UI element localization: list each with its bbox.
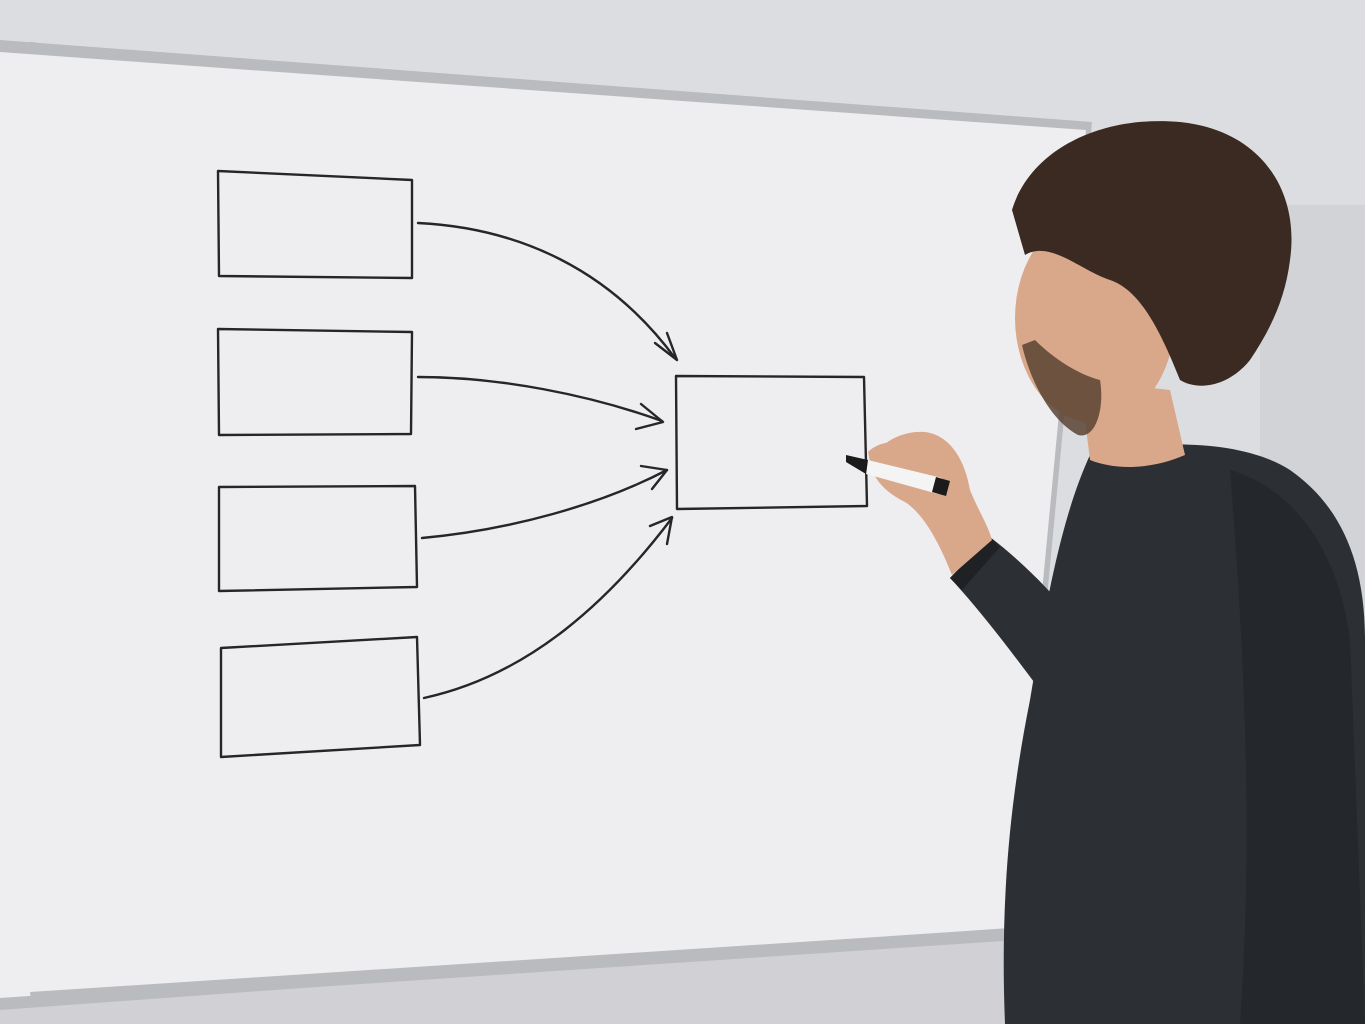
arrow-1 [416,221,677,360]
arrow-2 [416,375,664,423]
arrow-1-head [653,331,679,362]
whiteboard-surface [0,52,1086,998]
arrow-4 [422,516,674,700]
source-box-2 [216,327,414,437]
marker [846,455,950,496]
arrow-3 [420,468,669,540]
whiteboard-mount-bolt [25,42,39,54]
marker-body [866,460,942,494]
person-fingers [868,442,910,462]
marker-tip [846,455,868,474]
source-box-3 [217,484,419,593]
arrow-2-head [634,402,665,431]
source-box-1 [216,169,414,280]
source-box-4 [219,635,422,759]
person-torso-shadow [1230,470,1365,1024]
person-ear [1088,279,1121,347]
person-arm [950,537,1070,690]
marker-cap [932,477,950,496]
arrow-4-head [648,515,674,546]
target-box [674,374,869,511]
person-hair [1012,121,1292,386]
whiteboard-marker-tray [30,928,1018,1006]
person [846,121,1365,1024]
whiteboard [0,40,1092,1010]
person-sleeve-cuff [950,537,1000,590]
arrow-3-head [639,464,669,491]
person-beard [1022,340,1102,436]
person-hand [872,431,992,575]
flowchart-diagram [216,169,869,759]
